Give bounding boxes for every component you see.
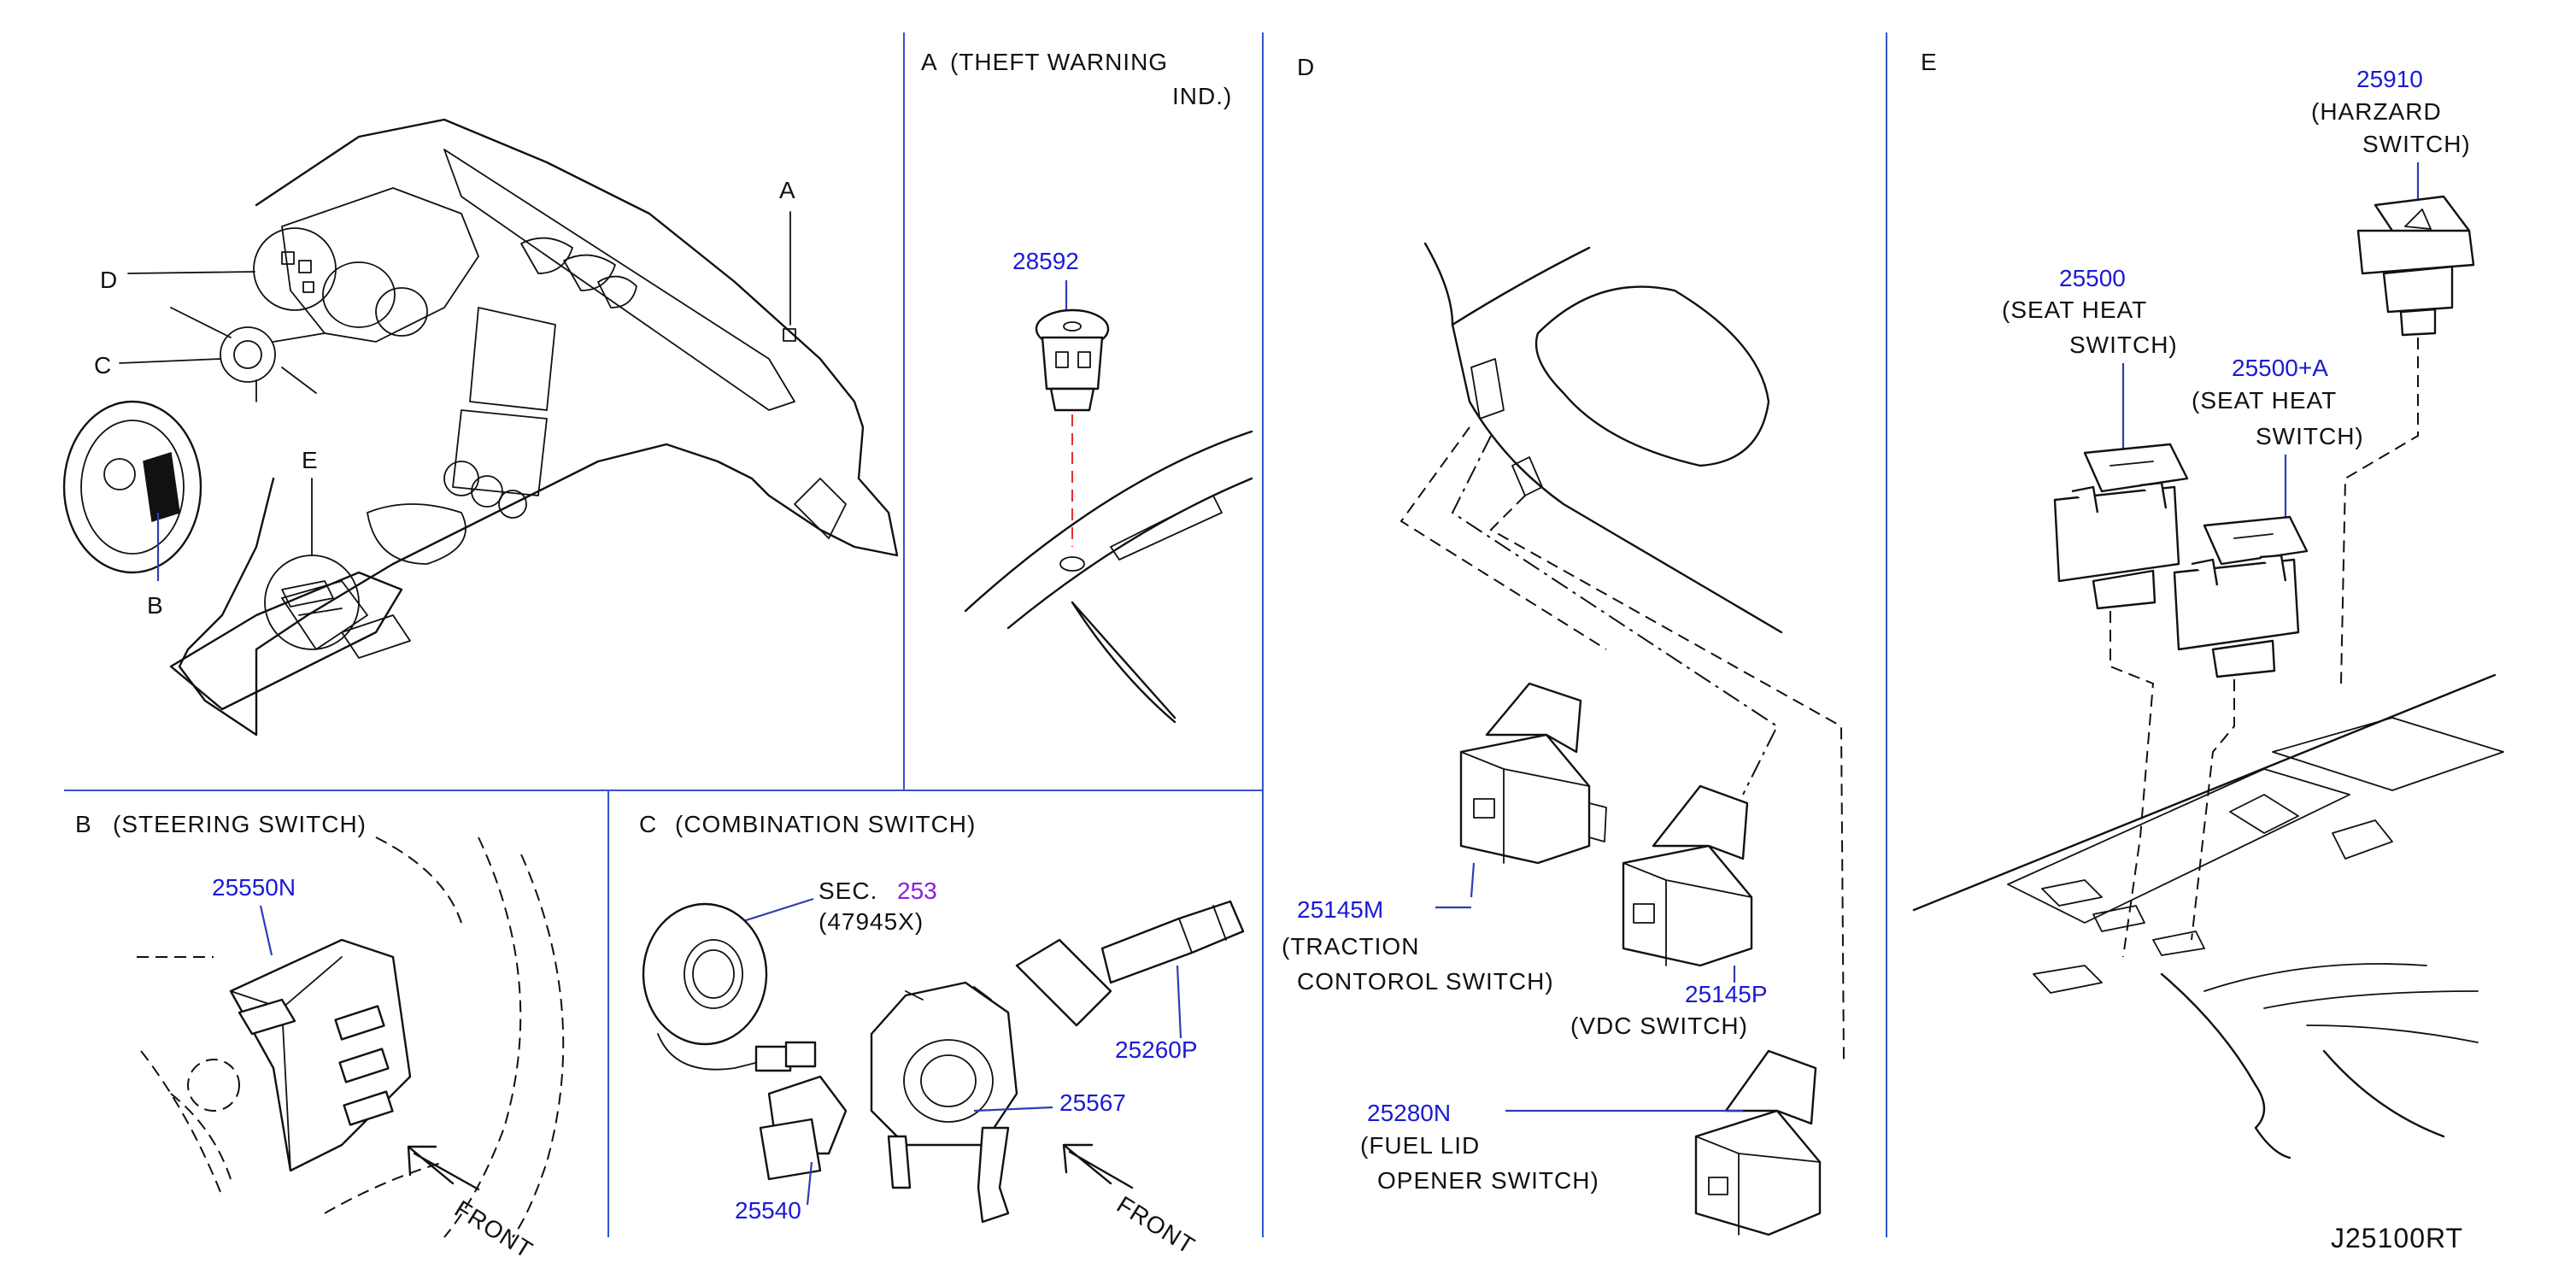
part-name-25500-line1: (SEAT HEAT [2002, 296, 2147, 323]
part-number-25550N: 25550N [212, 874, 296, 901]
part-name-25500-line2: SWITCH) [2069, 332, 2178, 358]
part-name-25280N-line2: OPENER SWITCH) [1377, 1167, 1599, 1194]
section-b-letter: B [75, 811, 92, 837]
part-number-25910: 25910 [2356, 66, 2423, 92]
section-a-letter: A [921, 49, 938, 75]
drawing-id: J25100RT [2331, 1223, 2463, 1253]
part-name-25500A-line1: (SEAT HEAT [2192, 387, 2337, 414]
callout-c-switch [220, 326, 276, 383]
switch-25145p [1622, 784, 1753, 967]
section-c-letter: C [639, 811, 657, 837]
overview-label-d: D [100, 267, 118, 293]
sec-ref-253: 253 [897, 878, 937, 904]
part-number-25145P: 25145P [1685, 981, 1768, 1007]
part-name-25500A-line2: SWITCH) [2256, 423, 2364, 449]
front-arrow-b [407, 1145, 480, 1191]
section-e-letter: E [1921, 49, 1938, 75]
combination-switch-body [870, 981, 1018, 1147]
callout-b-wheel [62, 400, 202, 574]
section-b: B (STEERING SWITCH) 25550N FRONT [75, 811, 565, 1264]
part-name-25910-line1: (HARZARD [2311, 98, 2442, 125]
seat-heat-switch-right [2173, 515, 2309, 678]
overview-label-b: B [147, 592, 164, 619]
front-arrow-c [1062, 1143, 1134, 1189]
part-name-25145M-line1: (TRACTION [1282, 933, 1419, 960]
section-a: A (THEFT WARNING IND.) 28592 [921, 49, 1253, 724]
spiral-cable [642, 902, 768, 1046]
part-name-25910-line2: SWITCH) [2362, 131, 2471, 157]
section-c: C (COMBINATION SWITCH) SEC. 253 (47945X)… [639, 811, 1245, 1259]
switch-25145m [1459, 682, 1607, 865]
section-d-letter: D [1297, 54, 1315, 80]
part-name-25145P-line1: (VDC SWITCH) [1570, 1013, 1748, 1039]
section-c-title: (COMBINATION SWITCH) [675, 811, 976, 837]
part-number-25540: 25540 [735, 1197, 801, 1224]
part-number-25280N: 25280N [1367, 1100, 1451, 1126]
section-d: D 25145M (TRACTION CONTOROL SWITCH) [1282, 54, 1845, 1236]
overview-labels: A D C E B [94, 177, 796, 619]
section-a-title-line1: (THEFT WARNING [950, 49, 1168, 75]
wiper-lever [1015, 938, 1112, 1027]
panel-separators [64, 32, 1887, 1237]
sec-prefix: SEC. [819, 878, 877, 904]
part-name-25145M-line2: CONTOROL SWITCH) [1297, 968, 1554, 995]
part-number-25145M: 25145M [1297, 896, 1383, 923]
overview-label-c: C [94, 352, 112, 379]
switch-25280n [1694, 1049, 1822, 1236]
overview-label-a: A [779, 177, 796, 203]
overview-dashboard [62, 118, 899, 737]
part-number-28592: 28592 [1012, 248, 1079, 274]
sec-sub: (47945X) [819, 908, 924, 935]
part-number-25500: 25500 [2059, 265, 2126, 291]
part-number-25260P: 25260P [1115, 1036, 1198, 1063]
front-label-c: FRONT [1112, 1191, 1200, 1259]
section-e: E 25910 (HARZARD SWITCH) 25500 (SEAT HEA… [1912, 49, 2504, 1159]
section-b-title: (STEERING SWITCH) [113, 811, 367, 837]
front-label-b: FRONT [450, 1195, 537, 1264]
seat-heat-switch-left [2053, 443, 2189, 610]
part-number-25567: 25567 [1059, 1089, 1126, 1116]
part-name-25280N-line1: (FUEL LID [1360, 1132, 1480, 1159]
section-a-title-line2: IND.) [1172, 83, 1232, 109]
overview-label-e: E [302, 447, 319, 473]
part-number-25500A: 25500+A [2232, 355, 2328, 381]
hazard-switch [2356, 195, 2475, 337]
callout-d-circle [253, 227, 337, 311]
